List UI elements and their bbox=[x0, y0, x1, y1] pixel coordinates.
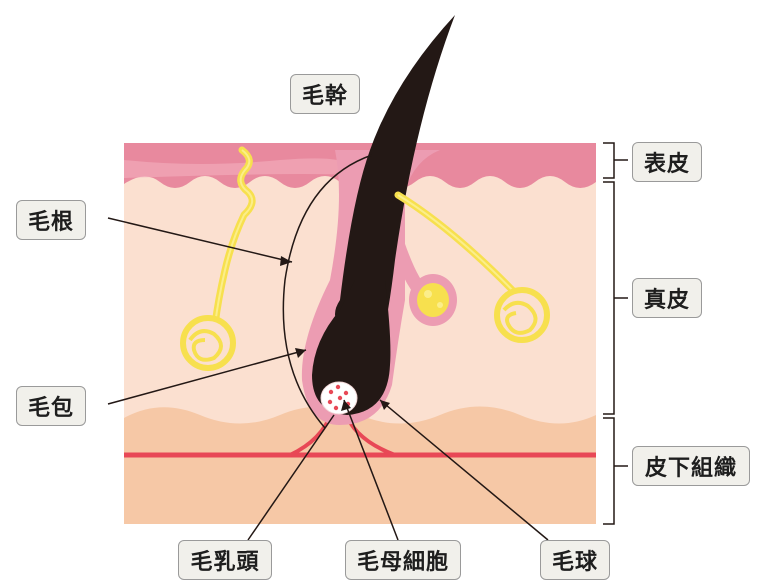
label-subcutaneous-tissue: 皮下組織 bbox=[632, 446, 750, 486]
label-hair-matrix-cells: 毛母細胞 bbox=[345, 540, 461, 580]
label-hair-bulb: 毛球 bbox=[540, 540, 610, 580]
label-hair-root: 毛根 bbox=[16, 200, 86, 240]
label-hair-follicle: 毛包 bbox=[16, 386, 86, 426]
label-hair-shaft: 毛幹 bbox=[290, 74, 360, 114]
layer-brackets bbox=[603, 143, 628, 524]
label-dermis: 真皮 bbox=[632, 278, 702, 318]
label-epidermis: 表皮 bbox=[632, 142, 702, 182]
label-dermal-papilla: 毛乳頭 bbox=[178, 540, 272, 580]
